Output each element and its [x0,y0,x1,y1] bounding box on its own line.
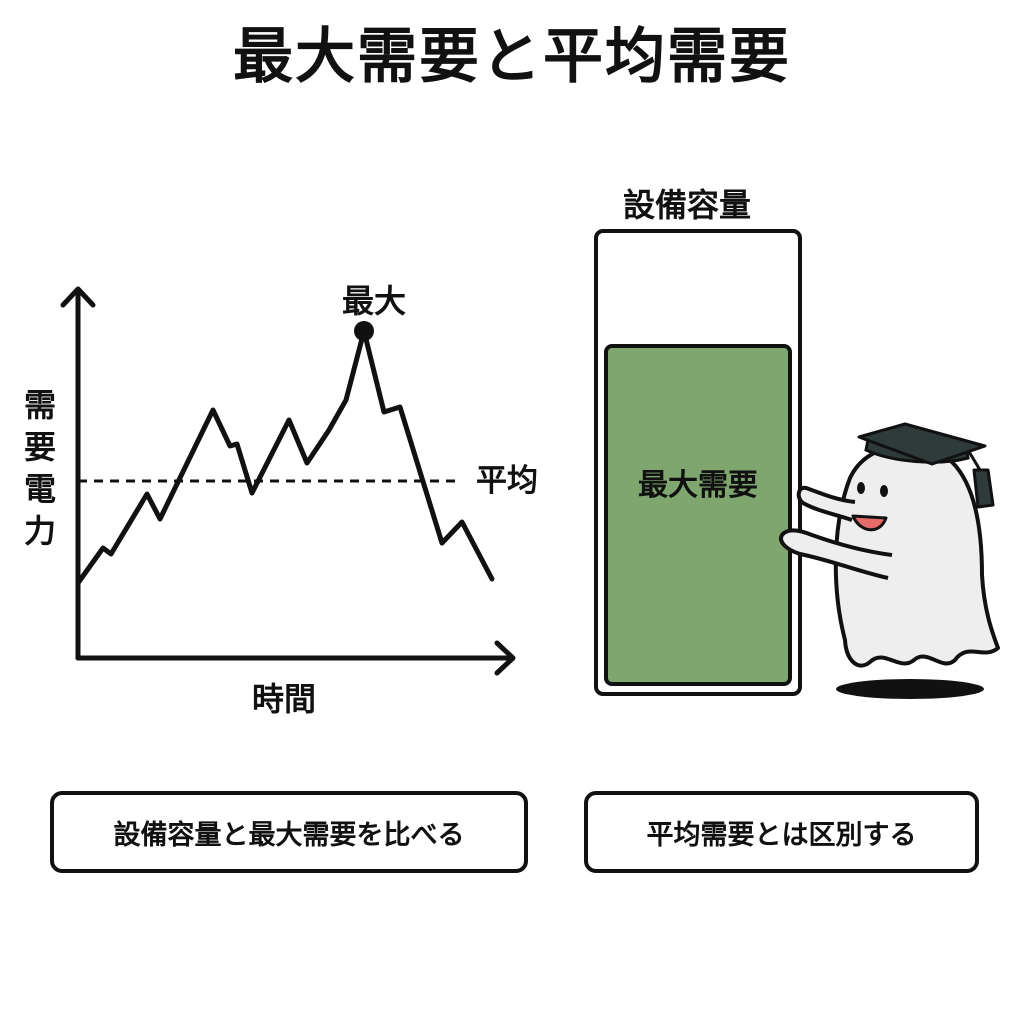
cap-tassel [972,468,995,509]
y-axis-label-char: 需 [23,386,56,424]
ghost-upper-arm [796,485,856,522]
peak-point [354,321,374,341]
y-axis-arrow-icon [60,286,96,308]
ghost-shadow [836,679,984,699]
graduation-cap-icon [857,422,987,466]
max-demand-fill [604,344,792,686]
y-axis-label: 需 要 電 力 [22,384,58,552]
y-axis-label-char: 要 [23,428,56,466]
page-title: 最大需要と平均需要 [233,22,791,92]
x-axis-arrow-icon [494,640,516,676]
cap-tassel-cord [966,449,982,471]
ghost-body [833,443,1000,668]
ghost-mouth [851,514,888,532]
y-axis-label-char: 力 [23,512,56,550]
x-axis-label: 時間 [252,680,317,718]
y-axis-label-char: 電 [23,470,56,508]
max-demand-label: 最大需要 [638,468,758,503]
note-compare: 設備容量と最大需要を比べる [50,791,528,873]
ghost-lower-arm [779,528,893,580]
peak-label: 最大 [342,282,407,320]
note-distinguish: 平均需要とは区別する [584,791,979,873]
ghost-left-eye [857,482,865,494]
capacity-label: 設備容量 [623,186,752,224]
demand-curve [75,328,495,586]
average-label: 平均 [476,463,538,499]
ghost-right-eye [880,485,888,497]
